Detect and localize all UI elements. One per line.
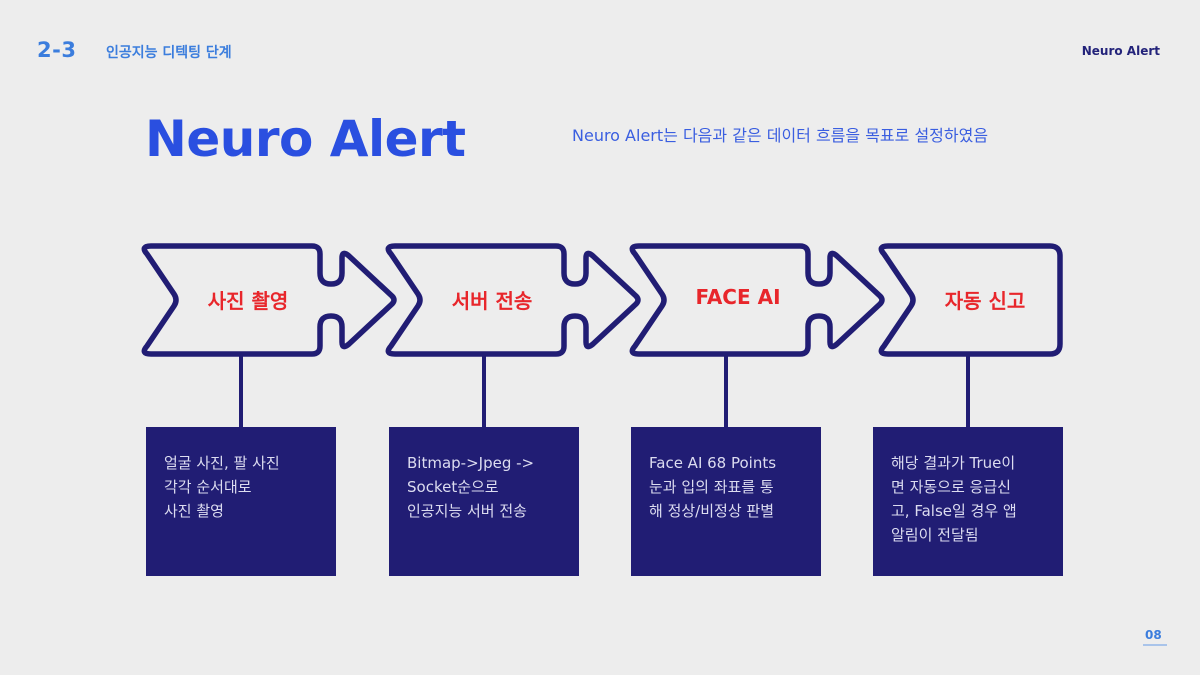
description-line: 얼굴 사진, 팔 사진	[164, 454, 280, 472]
step-description-photo: 얼굴 사진, 팔 사진 각각 순서대로 사진 촬영	[146, 427, 336, 576]
step-description-server: Bitmap->Jpeg -> Socket순으로 인공지능 서버 전송	[389, 427, 579, 576]
connector-line	[966, 355, 970, 428]
description-line: 사진 촬영	[164, 502, 224, 520]
page-title: Neuro Alert	[145, 110, 466, 168]
step-label-report: 자동 신고	[944, 289, 1026, 313]
section-number: 2-3	[37, 38, 77, 62]
connector-line	[482, 355, 486, 428]
step-label-faceai: FACE AI	[695, 285, 781, 309]
description-line: 눈과 입의 좌표를 통	[649, 478, 774, 496]
description-line: Bitmap->Jpeg ->	[407, 454, 535, 472]
step-description-faceai: Face AI 68 Points 눈과 입의 좌표를 통 해 정상/비정상 판…	[631, 427, 821, 576]
description-line: Face AI 68 Points	[649, 454, 777, 472]
connector-line	[724, 355, 728, 428]
step-description-report: 해당 결과가 True이 면 자동으로 응급신 고, False일 경우 앱 알…	[873, 427, 1063, 576]
page-subtitle: Neuro Alert는 다음과 같은 데이터 흐름을 목표로 설정하였음	[572, 126, 989, 145]
description-line: 면 자동으로 응급신	[891, 478, 1011, 496]
step-label-server: 서버 전송	[451, 289, 533, 313]
description-line: 해 정상/비정상 판별	[649, 502, 774, 520]
page-number: 08	[1145, 628, 1162, 642]
description-line: Socket순으로	[407, 478, 499, 496]
description-line: 해당 결과가 True이	[891, 454, 1016, 472]
page-number-underline	[1143, 644, 1167, 646]
brand-label: Neuro Alert	[1081, 44, 1160, 58]
step-shape-report	[878, 243, 1063, 357]
section-title: 인공지능 디텍팅 단계	[106, 45, 232, 61]
connector-line	[239, 355, 243, 428]
description-line: 고, False일 경우 앱	[891, 502, 1017, 520]
step-label-photo: 사진 촬영	[207, 289, 289, 313]
description-line: 인공지능 서버 전송	[407, 502, 527, 520]
description-line: 각각 순서대로	[164, 478, 252, 496]
description-line: 알림이 전달됨	[891, 526, 979, 544]
